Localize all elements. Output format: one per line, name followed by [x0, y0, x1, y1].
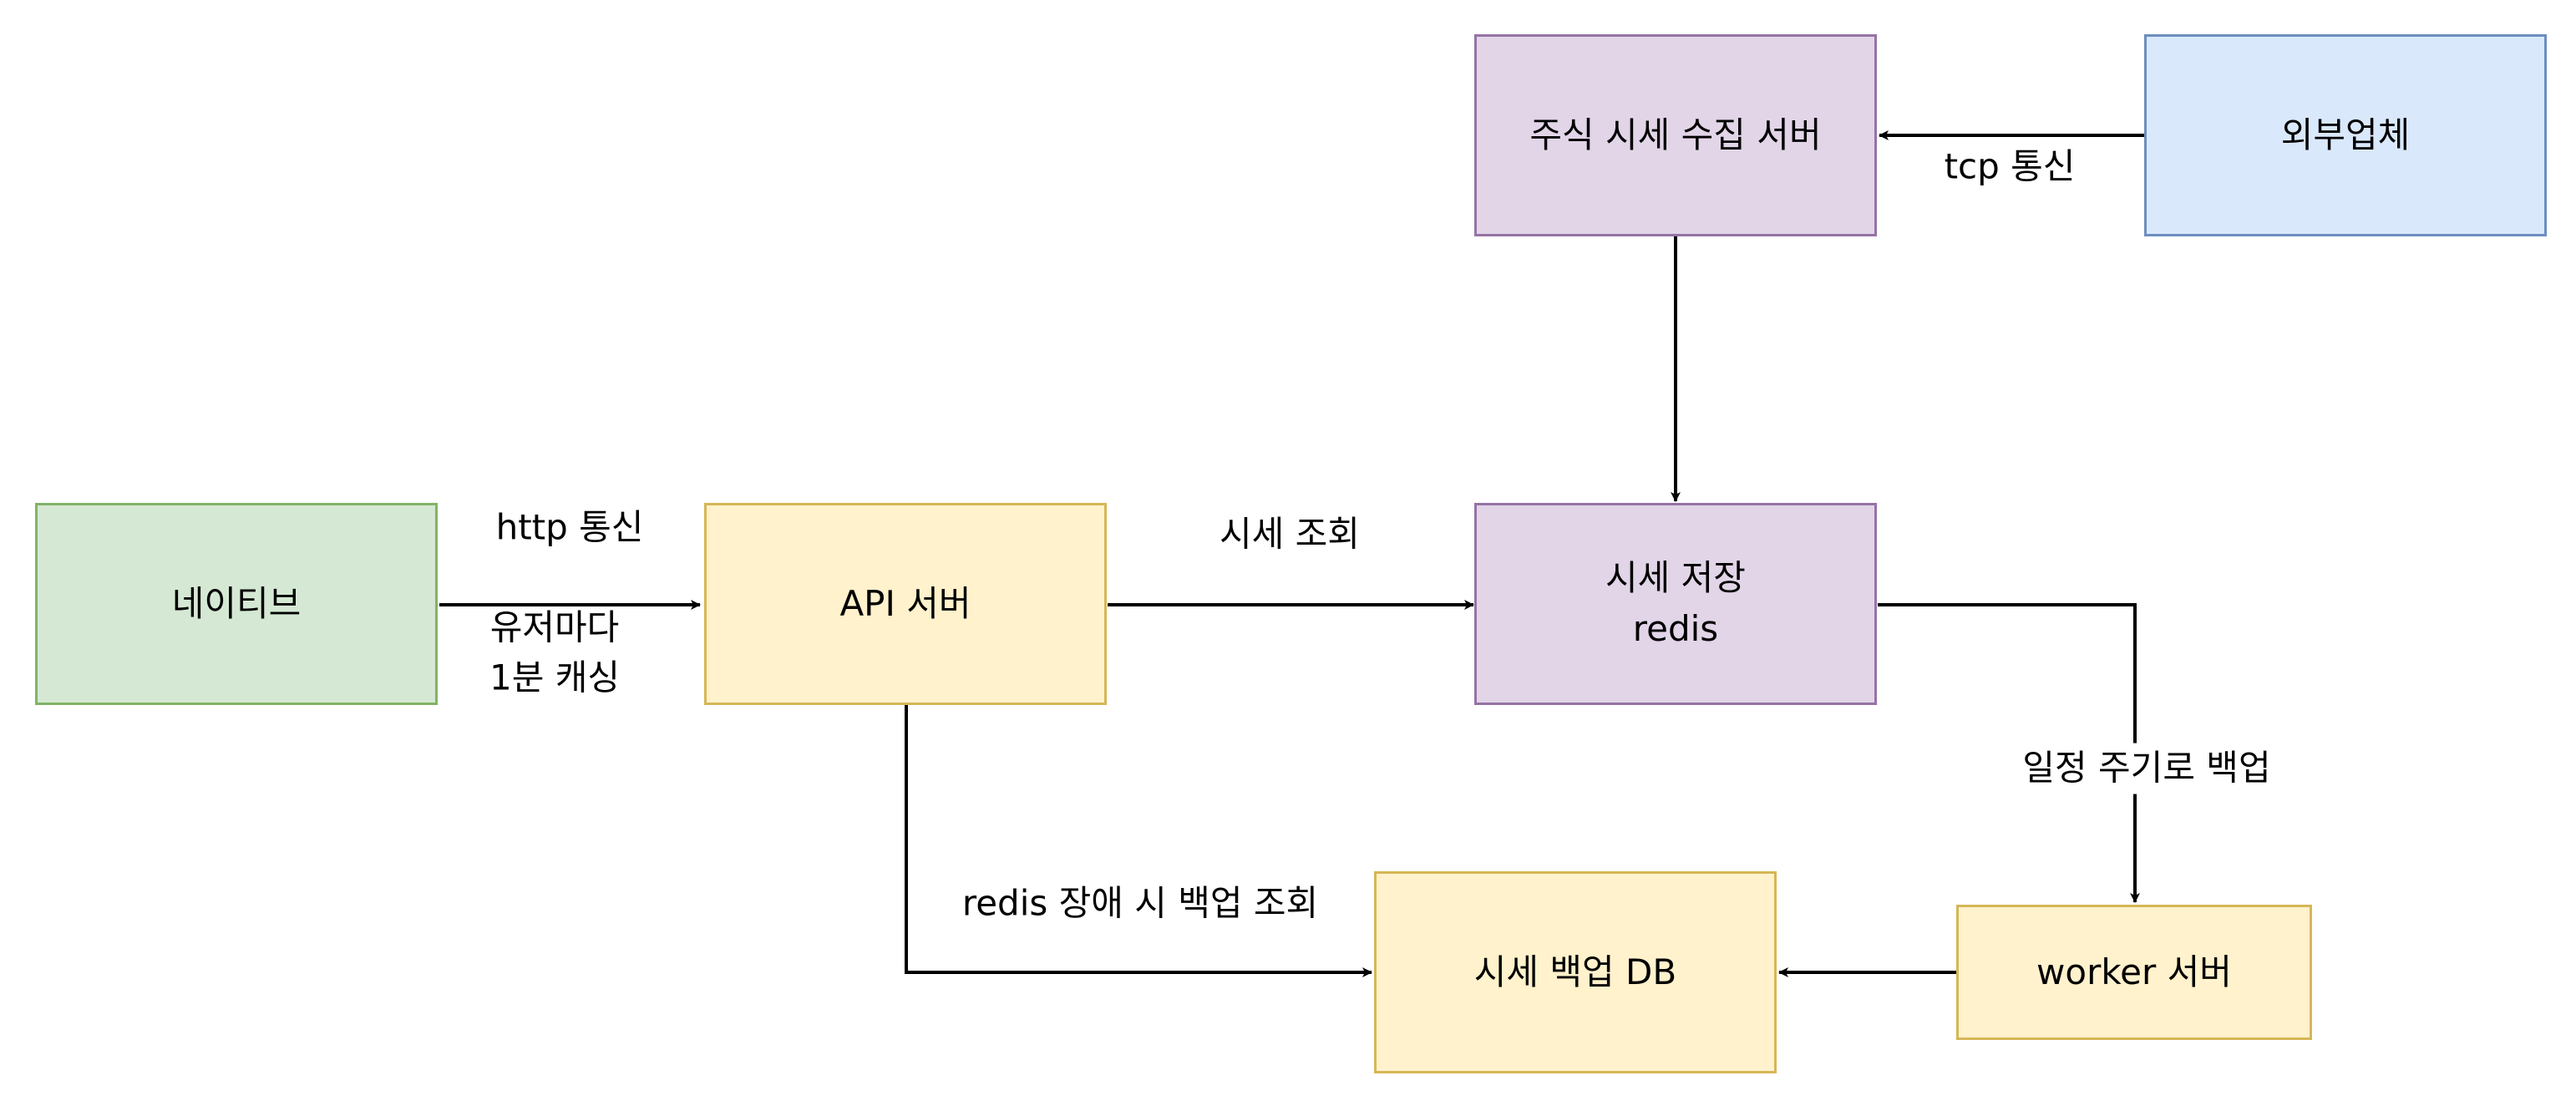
worker-node: worker 서버: [1956, 905, 2312, 1040]
edge-redis-worker-label: 일정 주기로 백업: [2022, 743, 2271, 794]
api-server-node: API 서버: [704, 503, 1107, 705]
vendor-node: 외부업체: [2144, 34, 2547, 236]
edge-native-api-label-top: http 통신: [495, 506, 644, 548]
collector-node: 주식 시세 수집 서버: [1474, 34, 1877, 236]
edge-api-redis-label: 시세 조회: [1220, 513, 1360, 555]
vendor-label: 외부업체: [2280, 114, 2411, 155]
edge-api-backup-label: redis 장애 시 백업 조회: [961, 882, 1319, 924]
edge-redis-to-worker: [1878, 603, 2140, 903]
edge-native-api-label-bottom-1: 유저마다: [489, 606, 620, 648]
redis-label-line1: 시세 저장: [1605, 557, 1746, 599]
native-node: 네이티브: [35, 503, 438, 705]
edge-vendor-collector-label: tcp 통신: [1944, 145, 2076, 187]
collector-label: 주식 시세 수집 서버: [1529, 114, 1822, 155]
backup-db-label: 시세 백업 DB: [1473, 951, 1677, 992]
redis-node: 시세 저장 redis: [1474, 503, 1877, 705]
native-label: 네이티브: [171, 582, 302, 624]
api-server-label: API 서버: [839, 582, 971, 624]
backup-db-node: 시세 백업 DB: [1374, 871, 1777, 1073]
worker-label: worker 서버: [2036, 951, 2232, 992]
edge-native-api-label-bottom-2: 1분 캐싱: [489, 657, 620, 698]
edge-api-to-backup: [905, 705, 1372, 977]
redis-label-line2: redis: [1632, 608, 1719, 649]
